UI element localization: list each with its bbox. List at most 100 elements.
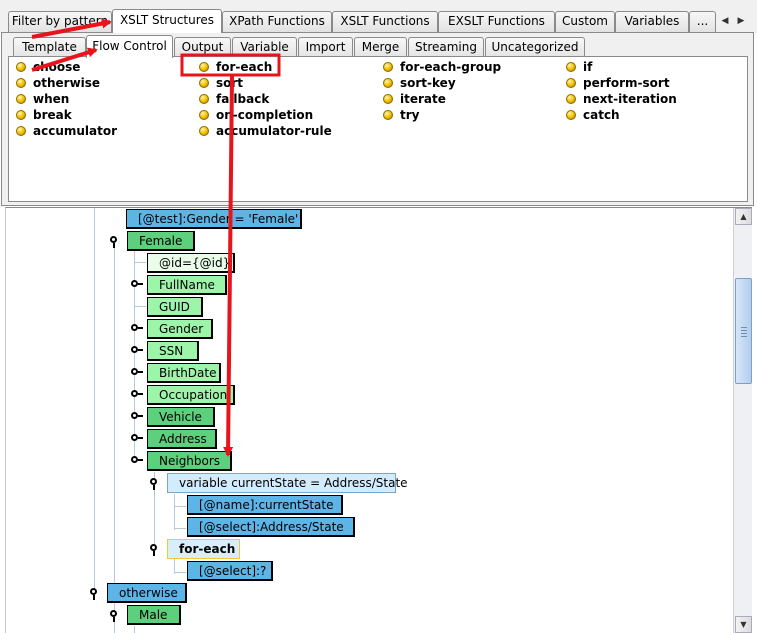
tab-streaming[interactable]: Streaming	[408, 37, 484, 57]
item-otherwise[interactable]: otherwise	[16, 75, 100, 91]
item-iterate[interactable]: iterate	[383, 91, 446, 107]
element-bullet-icon	[383, 78, 393, 88]
item-fallback[interactable]: fallback	[199, 91, 269, 107]
item-try[interactable]: try	[383, 107, 419, 123]
node-otherwise[interactable]: otherwise	[107, 583, 187, 603]
item-accumulator-rule[interactable]: accumulator-rule	[199, 123, 332, 139]
expand-toggle-icon[interactable]	[131, 368, 143, 380]
item-for-each-group[interactable]: for-each-group	[383, 59, 501, 75]
node-occupation[interactable]: Occupation	[147, 385, 235, 405]
tab-template[interactable]: Template	[13, 37, 86, 57]
item-accumulator[interactable]: accumulator	[16, 123, 117, 139]
element-bullet-icon	[16, 110, 26, 120]
expand-toggle-icon[interactable]	[131, 324, 143, 336]
tab-xslt-functions[interactable]: XSLT Functions	[332, 11, 438, 32]
node-for-each[interactable]: for-each	[167, 539, 240, 559]
collapse-toggle-icon[interactable]	[150, 478, 162, 490]
node-name-attribute[interactable]: [@name]:currentState	[187, 495, 343, 515]
element-bullet-icon	[383, 110, 393, 120]
node-neighbors[interactable]: Neighbors	[147, 451, 232, 471]
node-id-attribute[interactable]: @id={@id}	[147, 253, 235, 273]
item-perform-sort[interactable]: perform-sort	[566, 75, 670, 91]
element-bullet-icon	[16, 62, 26, 72]
node-select-attribute[interactable]: [@select]:Address/State	[187, 517, 355, 537]
tab-more[interactable]: ...	[689, 11, 716, 32]
element-bullet-icon	[199, 62, 209, 72]
tab-exslt-functions[interactable]: EXSLT Functions	[438, 11, 555, 32]
node-ssn[interactable]: SSN	[147, 341, 199, 361]
tab-filter-by-pattern[interactable]: Filter by pattern	[8, 11, 112, 32]
tree-connector	[134, 306, 146, 307]
node-variable[interactable]: variable currentState = Address/State	[167, 473, 408, 493]
node-guid[interactable]: GUID	[147, 297, 203, 317]
element-bullet-icon	[199, 126, 209, 136]
collapse-toggle-icon[interactable]	[150, 544, 162, 556]
item-sort[interactable]: sort	[199, 75, 243, 91]
item-if[interactable]: if	[566, 59, 592, 75]
collapse-toggle-icon[interactable]	[110, 610, 122, 622]
tree-connector	[174, 528, 186, 529]
node-male[interactable]: Male	[127, 605, 181, 625]
item-break[interactable]: break	[16, 107, 72, 123]
node-birthdate[interactable]: BirthDate	[147, 363, 221, 383]
scroll-right-icon[interactable]: ▶	[737, 16, 745, 26]
tree-connector	[134, 250, 135, 462]
item-for-each[interactable]: for-each	[199, 59, 272, 75]
node-test-condition[interactable]: [@test]:Gender = 'Female'	[126, 209, 302, 229]
scroll-down-icon[interactable]: ▼	[735, 616, 752, 633]
top-tab-strip: Filter by pattern XSLT Structures XPath …	[0, 0, 757, 33]
tree-connector	[174, 506, 186, 507]
tab-xslt-structures[interactable]: XSLT Structures	[112, 9, 222, 33]
collapse-toggle-icon[interactable]	[90, 588, 102, 600]
expand-toggle-icon[interactable]	[131, 280, 143, 292]
element-bullet-icon	[199, 110, 209, 120]
tab-uncategorized[interactable]: Uncategorized	[485, 37, 585, 57]
palette-panel: Template Flow Control Output Variable Im…	[1, 32, 754, 206]
tab-flow-control[interactable]: Flow Control	[86, 35, 173, 58]
tree-connector	[134, 262, 146, 263]
tab-xpath-functions[interactable]: XPath Functions	[222, 11, 332, 32]
element-bullet-icon	[383, 62, 393, 72]
expand-toggle-icon[interactable]	[131, 412, 143, 424]
expand-toggle-icon[interactable]	[131, 390, 143, 402]
tree-connector	[174, 494, 175, 530]
node-gender[interactable]: Gender	[147, 319, 213, 339]
tab-output[interactable]: Output	[174, 37, 231, 57]
tab-custom[interactable]: Custom	[555, 11, 615, 32]
item-next-iteration[interactable]: next-iteration	[566, 91, 677, 107]
collapse-toggle-icon[interactable]	[110, 236, 122, 248]
scrollbar-thumb[interactable]	[735, 278, 752, 384]
tree-connector	[94, 208, 95, 598]
element-bullet-icon	[16, 78, 26, 88]
tab-variables[interactable]: Variables	[615, 11, 689, 32]
node-for-each-select[interactable]: [@select]:?	[187, 561, 273, 581]
mapping-tree-pane[interactable]: [@test]:Gender = 'Female' Female @id={@i…	[5, 207, 752, 633]
element-bullet-icon	[199, 78, 209, 88]
item-on-completion[interactable]: on-completion	[199, 107, 313, 123]
expand-toggle-icon[interactable]	[131, 434, 143, 446]
element-bullet-icon	[16, 126, 26, 136]
node-fullname[interactable]: FullName	[147, 275, 227, 295]
scroll-left-icon[interactable]: ◀	[721, 16, 729, 26]
scroll-up-icon[interactable]: ▲	[735, 208, 752, 225]
tree-connector	[134, 626, 135, 633]
tab-merge[interactable]: Merge	[354, 37, 407, 57]
node-female[interactable]: Female	[127, 231, 195, 251]
element-bullet-icon	[566, 62, 576, 72]
element-bullet-icon	[566, 94, 576, 104]
node-vehicle[interactable]: Vehicle	[147, 407, 215, 427]
tree-connector	[174, 558, 175, 574]
item-choose[interactable]: choose	[16, 59, 80, 75]
tab-import[interactable]: Import	[298, 37, 353, 57]
tree-connector	[114, 238, 115, 633]
element-bullet-icon	[566, 110, 576, 120]
item-when[interactable]: when	[16, 91, 69, 107]
expand-toggle-icon[interactable]	[131, 346, 143, 358]
item-catch[interactable]: catch	[566, 107, 620, 123]
tree-connector	[154, 472, 155, 552]
item-sort-key[interactable]: sort-key	[383, 75, 456, 91]
vertical-scrollbar[interactable]: ▲ ▼	[733, 208, 752, 633]
expand-toggle-icon[interactable]	[131, 456, 143, 468]
node-address[interactable]: Address	[147, 429, 217, 449]
tab-variable[interactable]: Variable	[232, 37, 297, 57]
